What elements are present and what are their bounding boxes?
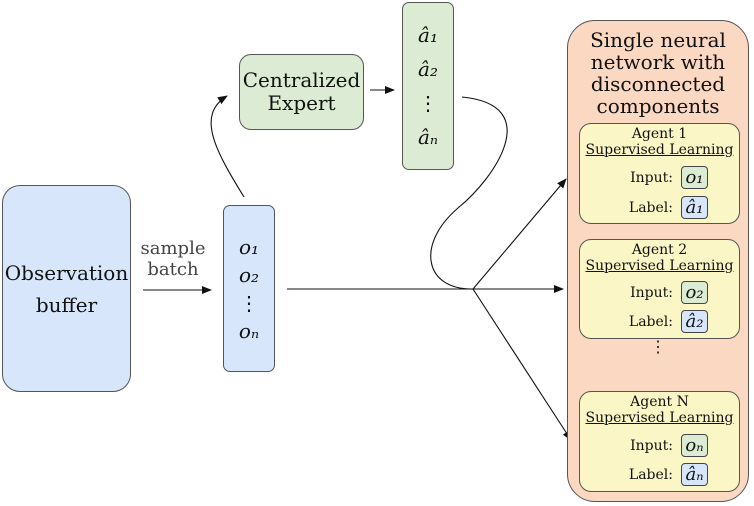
agent-input-chip: o₁ (681, 166, 708, 189)
centralized-expert: Centralized Expert (239, 54, 364, 130)
sample-batch-label: sample batch (135, 238, 211, 280)
agent-input-chip: o₂ (681, 281, 708, 304)
centralized-expert-line2: Expert (267, 91, 336, 115)
label-label: Label: (628, 314, 673, 330)
agent-1-card: Agent 1 Supervised Learning Input: o₁ La… (579, 123, 740, 224)
input-label: Input: (630, 170, 673, 186)
centralized-expert-line1: Centralized (242, 68, 361, 92)
agent-subtitle: Supervised Learning (585, 258, 734, 274)
agent-label-chip: â₂ (681, 310, 708, 333)
observation-vector: o₁ o₂ ⋮ oₙ (223, 205, 275, 372)
action-item: â₁ (418, 23, 438, 47)
observation-item: o₁ (238, 234, 260, 259)
action-item: âₙ (417, 125, 439, 149)
agent-subtitle: Supervised Learning (585, 410, 734, 426)
network-title-line: components (596, 94, 720, 118)
observation-item: o₂ (238, 262, 260, 287)
sample-batch-line1: sample (140, 238, 206, 259)
agent-name: Agent 1 (631, 126, 688, 142)
arrow-router-to-agent-1 (472, 178, 567, 290)
label-label: Label: (628, 200, 673, 216)
arrow-router-to-agent-n (472, 288, 572, 441)
observation-buffer: Observation buffer (2, 185, 131, 392)
agent-name: Agent 2 (631, 242, 688, 258)
action-item: â₂ (418, 57, 438, 81)
agent-input-chip: oₙ (681, 434, 708, 457)
agent-2-card: Agent 2 Supervised Learning Input: o₂ La… (579, 239, 740, 339)
agent-name: Agent N (630, 394, 689, 410)
network-title-line: Single neural (590, 28, 726, 52)
input-label: Input: (630, 285, 673, 301)
sample-batch-line2: batch (147, 259, 199, 280)
label-label: Label: (628, 467, 673, 483)
agent-n-card: Agent N Supervised Learning Input: oₙ La… (579, 391, 740, 492)
agents-ellipsis: ⋮ (650, 337, 666, 356)
input-label: Input: (630, 438, 673, 454)
network-title-line: network with (590, 50, 726, 74)
network-title: Single neural network with disconnected … (568, 29, 748, 117)
curve-actions-to-router (430, 96, 508, 290)
arrow-batch-to-expert (210, 95, 245, 198)
observation-item: oₙ (238, 318, 260, 343)
expert-action-vector: â₁ â₂ ⋮ âₙ (402, 2, 454, 170)
neural-network-container: Single neural network with disconnected … (567, 20, 749, 502)
agent-subtitle: Supervised Learning (585, 142, 734, 158)
agent-label-chip: âₙ (681, 463, 708, 486)
observation-ellipsis: ⋮ (239, 290, 259, 315)
action-ellipsis: ⋮ (418, 91, 438, 115)
observation-buffer-line2: buffer (35, 292, 98, 317)
agent-label-chip: â₁ (681, 196, 708, 219)
network-title-line: disconnected (590, 72, 726, 96)
observation-buffer-line1: Observation (4, 260, 129, 285)
